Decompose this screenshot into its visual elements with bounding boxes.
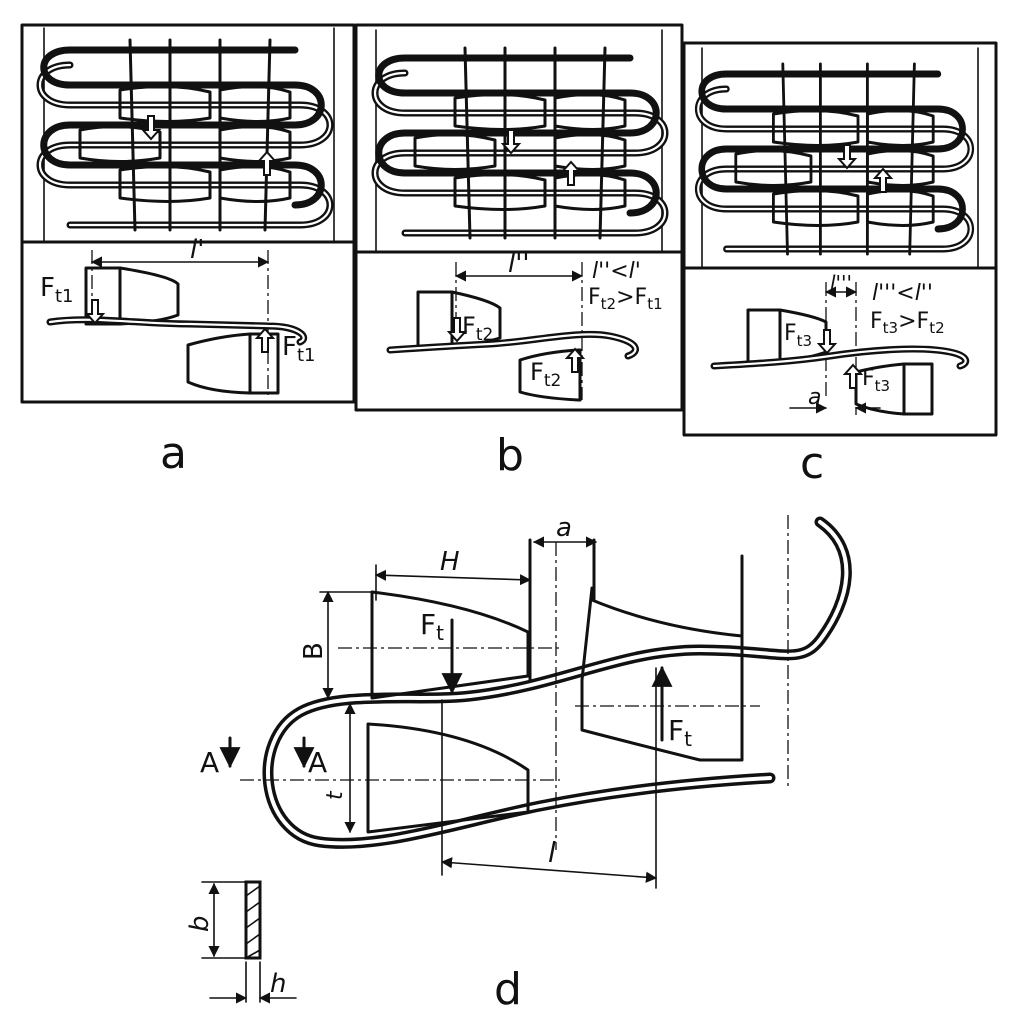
force-label-c-lower: Ft3	[862, 366, 890, 395]
condition-force-b: Ft2>Ft1	[588, 285, 663, 313]
section-label-b: b	[185, 915, 215, 932]
wedge-lower-a	[186, 332, 280, 395]
dim-label-B: B	[299, 642, 329, 660]
force-label-d-right: Ft	[668, 714, 692, 751]
length-label-b: l''	[508, 249, 530, 279]
panel-label-c: c	[800, 438, 824, 489]
length-label-c: l'''	[830, 271, 852, 295]
dim-label-a: a	[556, 513, 572, 543]
panel-c: l''' l'''<l'' Ft3>Ft2 Ft3 Ft3 a c	[682, 41, 998, 489]
down-arrow-icon	[500, 129, 522, 155]
up-arrow-icon	[560, 160, 582, 186]
dim-label-l: l	[548, 836, 556, 869]
panel-b-frame	[354, 23, 684, 412]
force-label-b-lower: Ft2	[530, 358, 561, 391]
cross-section	[244, 880, 262, 960]
length-label-a: l'	[190, 235, 204, 265]
dim-label-t: t	[323, 790, 348, 800]
gap-label-c: a	[808, 385, 821, 410]
panel-a-spring-pack	[40, 40, 330, 230]
force-label-d-left: Ft	[420, 608, 444, 645]
wedge-lower-left	[366, 722, 530, 834]
panel-label-a: a	[160, 428, 187, 479]
down-arrow-icon	[140, 115, 162, 141]
wedge-right	[580, 586, 744, 762]
force-label-a-right: Ft1	[282, 332, 315, 366]
panel-label-b: b	[496, 430, 524, 481]
up-arrow-icon	[872, 167, 894, 193]
section-mark-left: A	[200, 746, 219, 779]
condition-length-b: l''<l'	[592, 259, 641, 284]
down-arrow-icon	[836, 144, 858, 170]
panel-a: l' Ft1 Ft1 a	[20, 23, 356, 479]
section-label-h: h	[270, 969, 286, 999]
force-label-a-left: Ft1	[40, 273, 73, 307]
force-label-b-upper: Ft2	[462, 312, 493, 345]
spring-band	[262, 516, 852, 849]
panel-b: l'' l''<l' Ft2>Ft1 Ft2 Ft2 b	[354, 23, 684, 481]
up-arrow-icon	[256, 150, 278, 176]
panel-label-d: d	[494, 964, 522, 1015]
dim-label-H: H	[440, 547, 460, 577]
panel-c-frame	[682, 41, 998, 437]
wedge-upper-left	[370, 590, 530, 700]
section-mark-right: A	[308, 746, 327, 779]
condition-force-c: Ft3>Ft2	[870, 309, 945, 337]
panel-c-spring-pack	[698, 64, 971, 254]
condition-length-c: l'''<l''	[872, 281, 933, 306]
panel-a-frame	[20, 23, 356, 404]
detail-d: H a B t l Ft Ft A A b	[185, 513, 852, 1015]
force-label-c-upper: Ft3	[784, 321, 812, 350]
